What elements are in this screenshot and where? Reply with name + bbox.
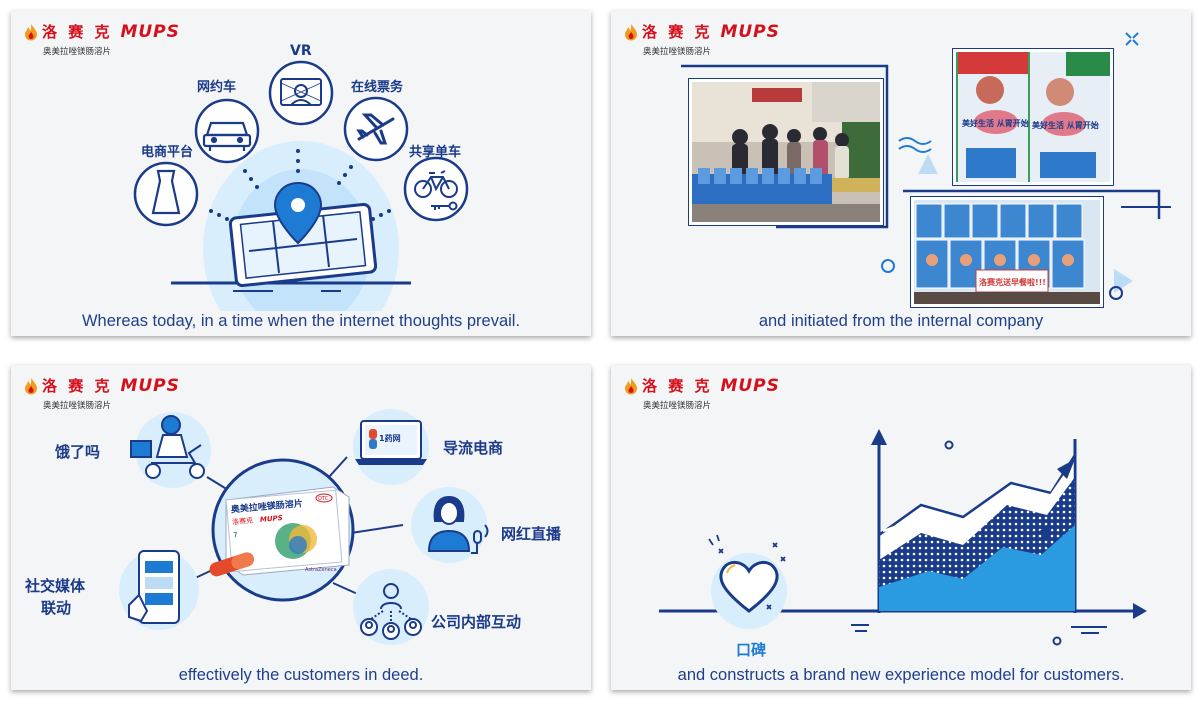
vr-headset-icon bbox=[280, 78, 322, 106]
heart-icon bbox=[719, 561, 779, 613]
car-icon bbox=[202, 121, 252, 151]
slide-caption: Whereas today, in a time when the intern… bbox=[81, 312, 521, 330]
brand-name-en: MUPS bbox=[720, 21, 780, 42]
brand-name-cn: 洛 赛 克 bbox=[642, 23, 713, 41]
internet-illustration: 电商平台 网约车 VR 在线票务 共享单车 bbox=[133, 43, 469, 311]
product-box: 奥美拉唑镁肠溶片 洛赛克 MUPS OTC 7 AstraZeneca bbox=[225, 486, 350, 576]
brand-name-cn: 洛 赛 克 bbox=[42, 23, 113, 41]
box-otc-badge: OTC bbox=[318, 496, 329, 502]
growth-illustration: 口碑 bbox=[659, 429, 1147, 659]
brand-subtitle: 奥美拉唑镁肠溶片 bbox=[43, 47, 112, 57]
photo-event-crowd bbox=[689, 79, 883, 225]
dress-icon-circle bbox=[133, 161, 199, 227]
label-eleme: 饿了吗 bbox=[54, 443, 100, 461]
vr-icon-circle bbox=[268, 60, 334, 126]
slide-caption: and constructs a brand new experience mo… bbox=[677, 666, 1125, 684]
brand-name-cn: 洛 赛 克 bbox=[642, 377, 713, 395]
photo-product-boxes: 洛赛克送早餐啦!!! bbox=[911, 197, 1103, 307]
team-icon bbox=[360, 583, 422, 640]
poster-text-right: 美好生活 从胃开始 bbox=[1032, 120, 1099, 130]
box-brand-en: MUPS bbox=[260, 514, 283, 524]
photo-collage-frame bbox=[681, 32, 1171, 300]
microphone-icon bbox=[471, 524, 489, 554]
slide-internet-era: 洛 赛 克 MUPS 奥美拉唑镁肠溶片 bbox=[11, 11, 591, 336]
brand-logo: 洛 赛 克 MUPS 奥美拉唑镁肠溶片 bbox=[23, 375, 180, 415]
laptop-icon: 1药网 bbox=[355, 420, 427, 465]
sign-breakfast: 洛赛克送早餐啦!!! bbox=[979, 277, 1046, 287]
brand-name-en: MUPS bbox=[720, 375, 780, 396]
car-icon-circle bbox=[194, 98, 260, 164]
dress-icon bbox=[151, 169, 181, 215]
map-pin-icon bbox=[273, 181, 323, 245]
flame-icon bbox=[25, 23, 37, 40]
phone-chat-icon bbox=[128, 550, 180, 624]
label-vr: VR bbox=[290, 43, 312, 59]
key-icon bbox=[431, 201, 458, 211]
screen-logo: 1药网 bbox=[379, 433, 401, 443]
bicycle-icon bbox=[414, 170, 458, 198]
brand-logo: 洛 赛 克 MUPS 奥美拉唑镁肠溶片 bbox=[623, 21, 780, 61]
streamer-icon bbox=[427, 495, 471, 552]
airplane-icon-circle bbox=[343, 96, 409, 162]
label-social-media-2: 联动 bbox=[41, 599, 71, 617]
scooter-rider-icon bbox=[130, 415, 205, 479]
box-maker: AstraZeneca bbox=[305, 567, 337, 573]
label-online-tickets: 在线票务 bbox=[351, 79, 404, 95]
flame-icon bbox=[625, 377, 637, 394]
label-ride-hailing: 网约车 bbox=[197, 79, 236, 95]
brand-subtitle: 奥美拉唑镁肠溶片 bbox=[643, 47, 712, 57]
label-social-media-1: 社交媒体 bbox=[24, 577, 86, 595]
solid-area bbox=[879, 525, 1075, 611]
slide-caption: effectively the customers in deed. bbox=[178, 666, 424, 684]
box-brand-cn: 洛赛克 bbox=[232, 516, 254, 527]
slide-caption: and initiated from the internal company bbox=[758, 312, 1044, 330]
brand-logo: 洛 赛 克 MUPS 奥美拉唑镁肠溶片 bbox=[23, 21, 180, 61]
brand-subtitle: 奥美拉唑镁肠溶片 bbox=[643, 401, 712, 411]
brand-name-en: MUPS bbox=[120, 21, 180, 42]
label-shared-bike: 共享单车 bbox=[409, 144, 461, 160]
airplane-icon bbox=[356, 113, 395, 145]
triangle-decor bbox=[918, 154, 938, 174]
label-word-of-mouth: 口碑 bbox=[736, 641, 766, 659]
dotted-connectors bbox=[209, 149, 391, 221]
slide-experience-model: 洛 赛 克 MUPS 奥美拉唑镁肠溶片 bbox=[611, 365, 1191, 690]
poster-text-left: 美好生活 从胃开始 bbox=[962, 118, 1029, 128]
flame-icon bbox=[625, 23, 637, 40]
channels-illustration: 奥美拉唑镁肠溶片 洛赛克 MUPS OTC 7 AstraZeneca bbox=[24, 409, 562, 645]
capsule-icon bbox=[209, 552, 254, 577]
brand-logo: 洛 赛 克 MUPS 奥美拉唑镁肠溶片 bbox=[623, 375, 780, 415]
label-internal: 公司内部互动 bbox=[431, 613, 521, 631]
phone-map bbox=[228, 202, 378, 288]
slide-internal-company: 洛 赛 克 MUPS 奥美拉唑镁肠溶片 bbox=[611, 11, 1191, 336]
slide-customers-deed: 洛 赛 克 MUPS 奥美拉唑镁肠溶片 奥美拉唑镁肠溶片 洛赛克 MUPS OT… bbox=[11, 365, 591, 690]
brand-subtitle: 奥美拉唑镁肠溶片 bbox=[43, 401, 112, 411]
brand-name-en: MUPS bbox=[120, 375, 180, 396]
label-ecommerce-traffic: 导流电商 bbox=[443, 439, 503, 457]
photo-posters: 美好生活 从胃开始 美好生活 从胃开始 bbox=[953, 49, 1113, 185]
brand-name-cn: 洛 赛 克 bbox=[42, 377, 113, 395]
box-count: 7 bbox=[233, 531, 238, 539]
bicycle-icon-circle bbox=[403, 156, 469, 222]
label-livestream: 网红直播 bbox=[501, 525, 562, 543]
flame-icon bbox=[25, 377, 37, 394]
label-ecommerce: 电商平台 bbox=[141, 144, 193, 160]
chart-arrow-icon bbox=[1057, 459, 1075, 479]
